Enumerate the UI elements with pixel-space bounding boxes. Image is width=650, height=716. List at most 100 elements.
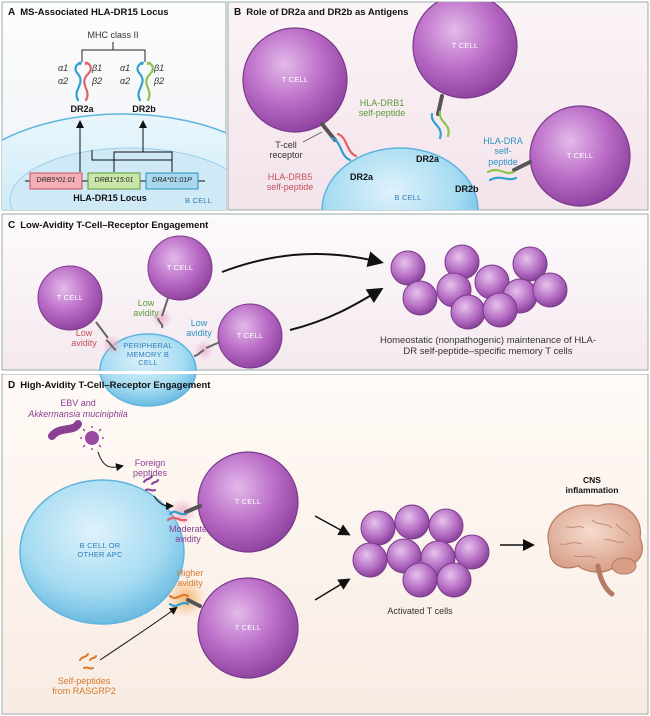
tcr-d-bottom [168, 593, 202, 608]
panel-d-title: D High-Avidity T-Cell–Receptor Engagement [8, 380, 210, 392]
b-cell-label-b: B CELL [394, 193, 422, 202]
t-cell-c2 [147, 235, 213, 301]
apc-label: B CELL OR OTHER APC [77, 541, 123, 559]
brain-icon [547, 503, 643, 597]
panel-c-title-text: Low-Avidity T-Cell–Receptor Engagement [20, 220, 209, 231]
gene-drb1-label: DRB1*15:01 [94, 177, 134, 184]
gene-drb5 [29, 172, 83, 190]
panel-d-letter: D [8, 380, 16, 391]
memory-b-cell-label: PERIPHERAL MEMORY B CELL [123, 341, 173, 368]
arrow-microbe-to-peptide [97, 451, 124, 472]
activated-t-cell-cluster [352, 504, 490, 598]
hla-dr15-locus-label: HLA-DR15 Locus [73, 193, 147, 203]
arrow-d-top [314, 515, 351, 536]
tcr-c2 [157, 297, 169, 329]
akkermansia-bacterium [48, 420, 82, 440]
arrow-d-bottom [314, 578, 351, 601]
moderate-avidity-label: Moderate avidity [168, 524, 208, 545]
beta1-label-a: β1 [92, 63, 103, 73]
panel-c-letter: C [8, 220, 16, 231]
alpha1-label-b: α1 [120, 63, 131, 73]
alpha2-label-a: α2 [58, 76, 69, 86]
t-cell-label-c1: T CELL [56, 293, 84, 302]
panel-b-title-text: Role of DR2a and DR2b as Antigens [246, 7, 409, 18]
panel-a-title-text: MS-Associated HLA-DR15 Locus [20, 7, 169, 18]
higher-avidity-label: Higher avidity [176, 568, 204, 589]
t-cell-b-right [529, 105, 631, 207]
self-peptides-icon [79, 653, 97, 670]
dr2a-label-a: DR2a [70, 104, 94, 114]
panel-b-letter: B [234, 7, 242, 18]
tcr-label: T-cell receptor [269, 140, 303, 161]
tcr-b-top [430, 94, 450, 140]
memory-t-cell-cluster [390, 244, 568, 330]
cns-inflammation-label: CNS inflammation [565, 475, 619, 495]
t-cell-d-bottom [197, 577, 299, 679]
ebv-virus-icon [80, 426, 104, 450]
self-peptides-label: Self-peptides from RASGRP2 [52, 676, 116, 697]
foreign-peptides-label: Foreign peptides [132, 458, 168, 479]
t-cell-d-top [197, 451, 299, 553]
foreign-peptides-icon [143, 475, 159, 492]
tcr-c1 [95, 321, 117, 351]
t-cell-label-b-left: T CELL [281, 75, 309, 84]
gene-drb5-label: DRB5*01:01 [36, 177, 76, 184]
t-cell-label-b-top: T CELL [451, 41, 479, 50]
pointer-tcr [302, 131, 323, 143]
tcr-b-right [486, 160, 532, 182]
dr2a-molecule-a [74, 61, 92, 102]
panel-a-title: A MS-Associated HLA-DR15 Locus [8, 7, 169, 19]
beta2-label-b: β2 [154, 76, 165, 86]
t-cell-label-c3: T CELL [236, 331, 264, 340]
drb1-peptide-label: HLA-DRB1 self-peptide [358, 98, 406, 119]
panel-c-bottom-mask [2, 371, 648, 374]
glow-c2 [152, 308, 172, 328]
gene-dra [145, 172, 199, 190]
dr2a-label-b-top: DR2a [416, 154, 440, 164]
tcr-d-top [166, 504, 202, 522]
t-cell-label-b-right: T CELL [566, 151, 594, 160]
arrow-self-to-tcr [99, 606, 178, 661]
low-avidity-label-1: Low avidity [71, 328, 97, 349]
b-cell-b [321, 147, 479, 210]
arrow-c-top [221, 251, 384, 273]
dr2b-label-a: DR2b [132, 104, 156, 114]
panel-c-title: C Low-Avidity T-Cell–Receptor Engagement [8, 220, 208, 232]
dr2a-label-b-left: DR2a [350, 172, 374, 182]
t-cell-label-c2: T CELL [166, 263, 194, 272]
low-avidity-label-2: Low avidity [133, 298, 159, 319]
tcr-c3 [193, 341, 221, 357]
drb5-peptide-label: HLA-DRB5 self-peptide [266, 172, 314, 193]
dra-peptide-label: HLA-DRA self-peptide [483, 136, 523, 167]
t-cell-c3 [217, 303, 283, 369]
t-cell-b-top [412, 2, 518, 99]
arrow-dra-join [91, 150, 173, 172]
b-cell-label-a: B CELL [185, 196, 213, 205]
arrow-c-bottom [289, 287, 384, 331]
dr2b-label-b: DR2b [455, 184, 479, 194]
gene-drb1 [87, 172, 141, 190]
low-avidity-label-3: Low avidity [186, 318, 212, 339]
alpha1-label-a: α1 [58, 63, 69, 73]
t-cell-label-d-bottom: T CELL [234, 623, 262, 632]
mhc-bracket [81, 42, 146, 62]
gene-dra-label: DRA*01:01P [152, 177, 192, 184]
arrow-peptide-to-tcr [153, 495, 174, 510]
beta2-label-a: β2 [92, 76, 103, 86]
mhc-class-ii-label: MHC class II [87, 30, 139, 40]
t-cell-c1 [37, 265, 103, 331]
microbe-label-1: EBV and [60, 398, 96, 408]
dr2b-molecule-a [136, 61, 154, 102]
apc-cell [19, 479, 185, 625]
panel-b-title: B Role of DR2a and DR2b as Antigens [234, 7, 408, 19]
t-cell-b-left [242, 27, 348, 133]
alpha2-label-b: α2 [120, 76, 131, 86]
t-cell-label-d-top: T CELL [234, 497, 262, 506]
tcr-b-left [320, 122, 358, 162]
panel-c-caption: Homeostatic (nonpathogenic) maintenance … [380, 335, 596, 357]
memory-b-cell [99, 333, 197, 407]
panel-a-letter: A [8, 7, 16, 18]
panel-d-title-text: High-Avidity T-Cell–Receptor Engagement [20, 380, 211, 391]
beta1-label-b: β1 [154, 63, 165, 73]
